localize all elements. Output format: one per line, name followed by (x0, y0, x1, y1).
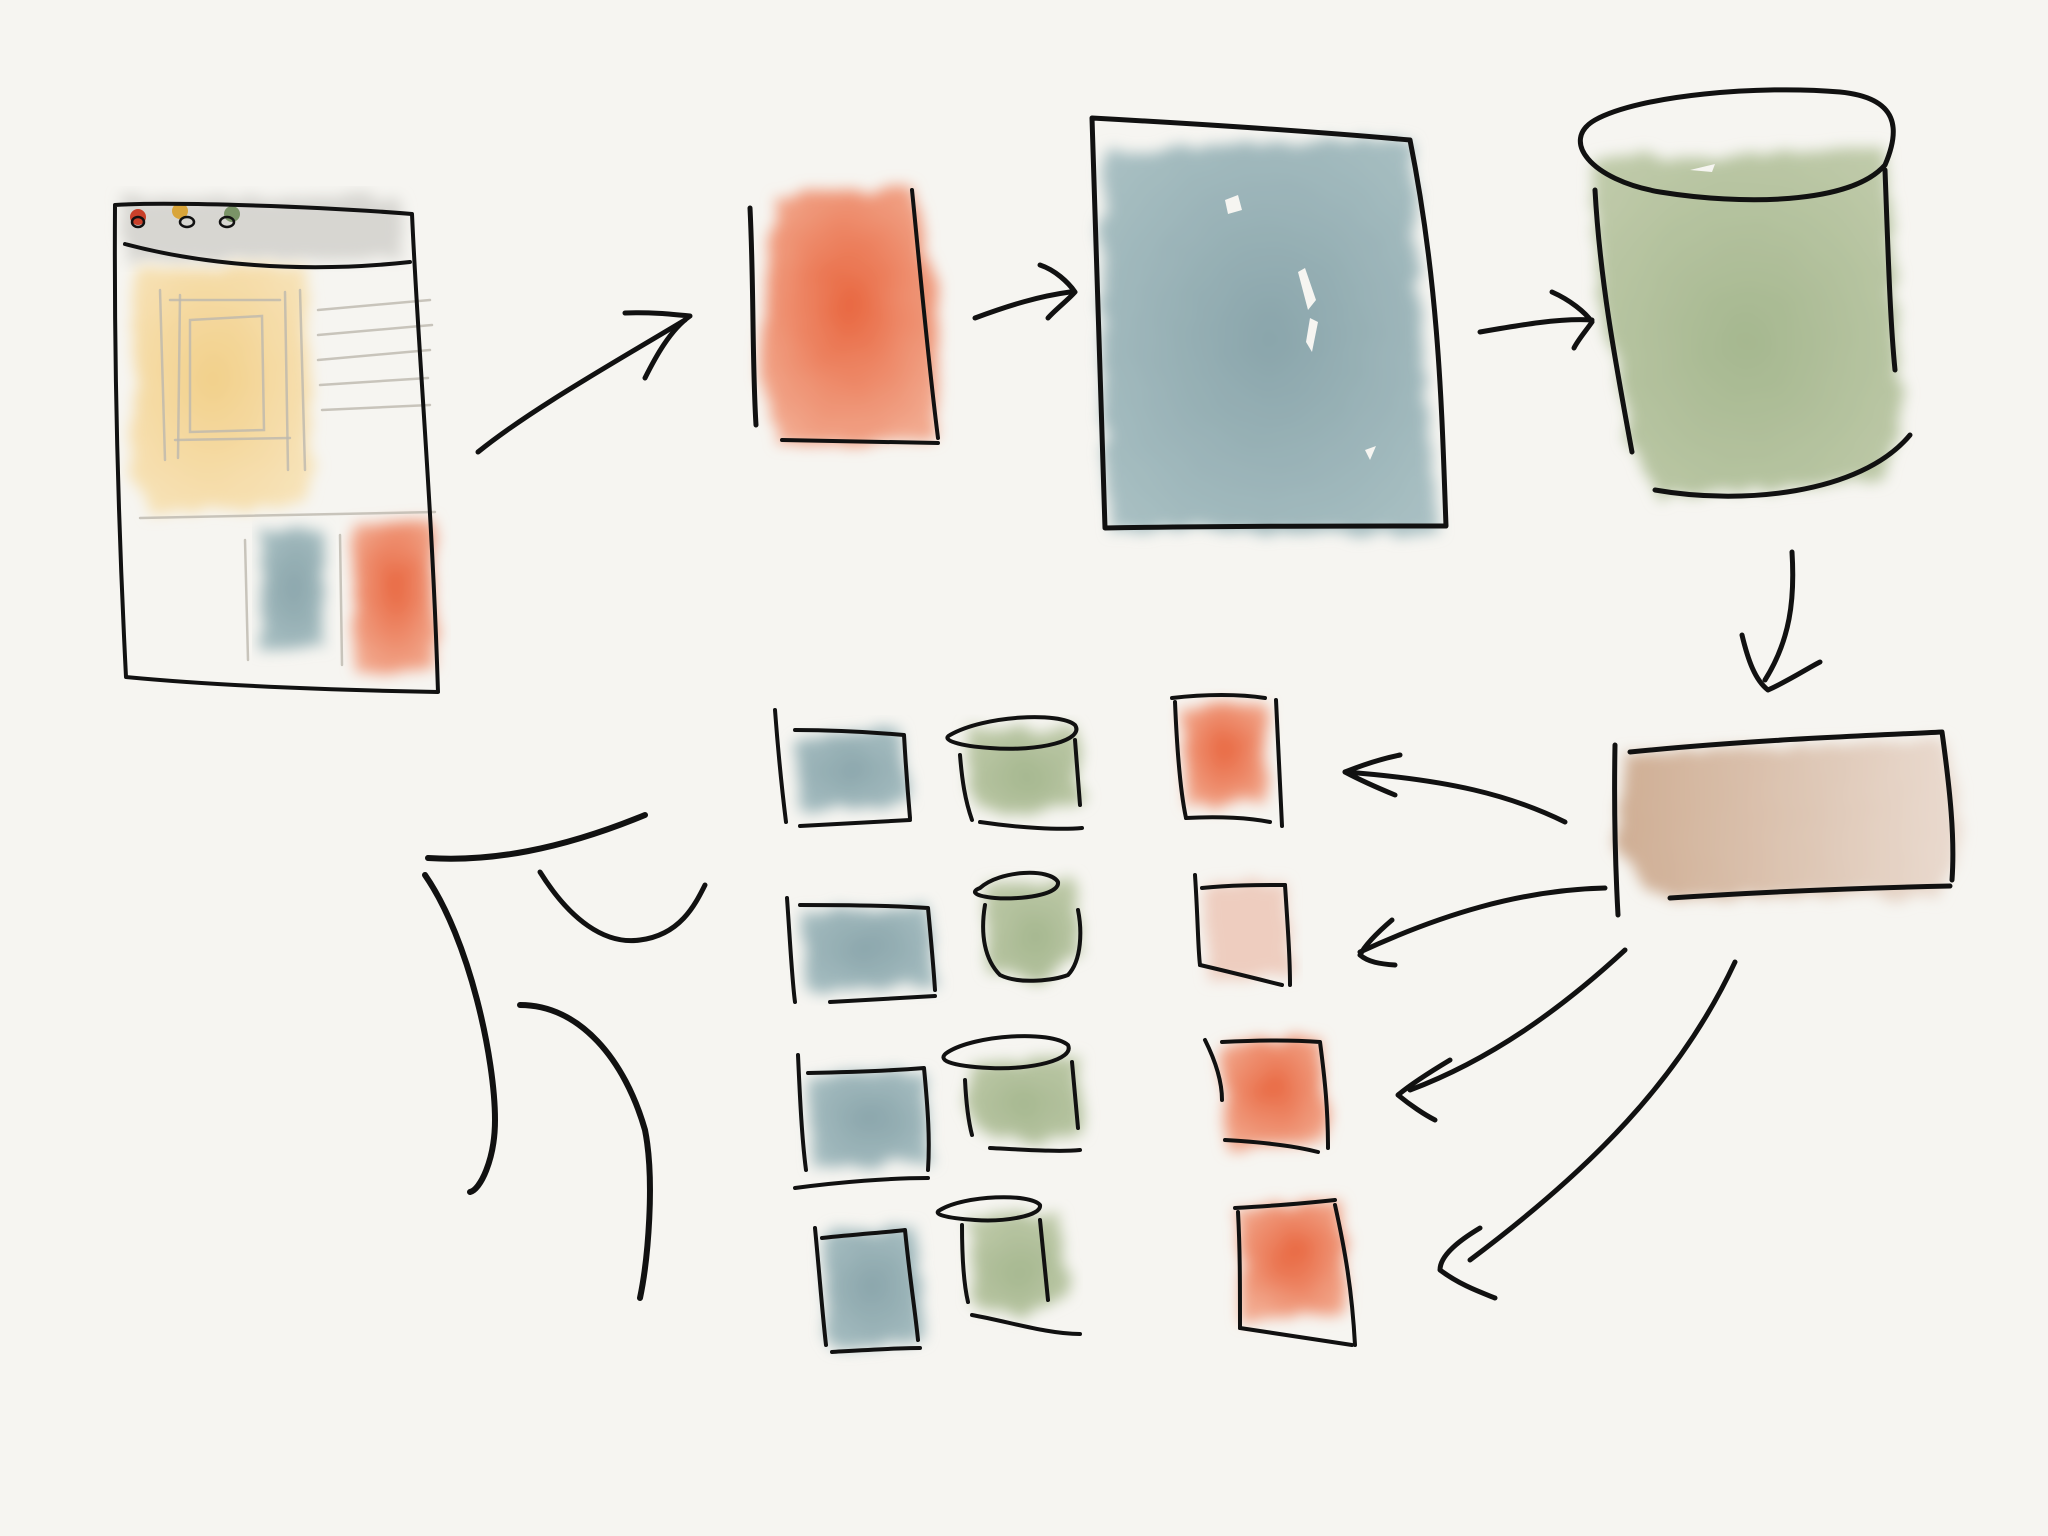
person-figure-icon (422, 812, 708, 1301)
hand-drawn-arrow-icon (1477, 289, 1595, 351)
browser-title-bar-wash (122, 196, 404, 262)
browser-minimize-dot-icon (172, 203, 188, 219)
database-green-wash (1592, 150, 1902, 498)
small-box-icon (813, 1225, 925, 1354)
database-highlight (1690, 164, 1715, 172)
small-box-icon (793, 1053, 932, 1190)
server-highlight (1225, 195, 1242, 214)
small-cylinder-icon (973, 870, 1083, 985)
browser-frame (112, 201, 440, 694)
server-highlight (1298, 268, 1316, 310)
small-cylinder-icon (935, 1195, 1082, 1336)
small-box-icon (1170, 693, 1284, 828)
flow-arrows (475, 262, 1823, 1301)
hand-drawn-arrow-icon (475, 310, 693, 455)
hand-drawn-arrow-icon (1357, 885, 1608, 968)
small-box-icon (785, 896, 937, 1004)
browser-blue-tile-wash (262, 526, 326, 650)
queue-bar-icon (1612, 729, 1962, 918)
server-block-icon (1089, 115, 1449, 535)
hand-drawn-arrow-icon (1395, 947, 1628, 1123)
document-orange-wash (760, 188, 938, 446)
database-top-ellipse (1577, 87, 1896, 203)
browser-orange-tile-wash (352, 520, 438, 672)
queue-tan-wash (1618, 740, 1962, 900)
small-cylinder-icon (941, 1034, 1085, 1153)
hand-drawn-arrow-icon (1739, 549, 1823, 693)
server-frame (1089, 115, 1449, 531)
browser-title-divider (123, 242, 412, 270)
document-page-icon (747, 188, 940, 446)
hand-drawn-arrow-icon (972, 262, 1078, 321)
browser-pencil-sketch (138, 288, 437, 667)
database-cylinder-icon (1577, 87, 1913, 499)
small-cylinder-icon (945, 715, 1085, 831)
server-highlight (1365, 446, 1376, 460)
small-box-icon (773, 708, 912, 828)
small-box-icon (1203, 1038, 1330, 1154)
hand-drawn-arrow-icon (1342, 752, 1568, 825)
server-blue-wash (1100, 138, 1440, 535)
service-grid (773, 693, 1357, 1354)
hand-drawn-arrow-icon (1437, 959, 1738, 1301)
small-box-icon (1193, 873, 1292, 987)
small-box-icon (1233, 1198, 1357, 1347)
browser-window-icon (112, 196, 440, 694)
server-highlight (1306, 318, 1318, 352)
